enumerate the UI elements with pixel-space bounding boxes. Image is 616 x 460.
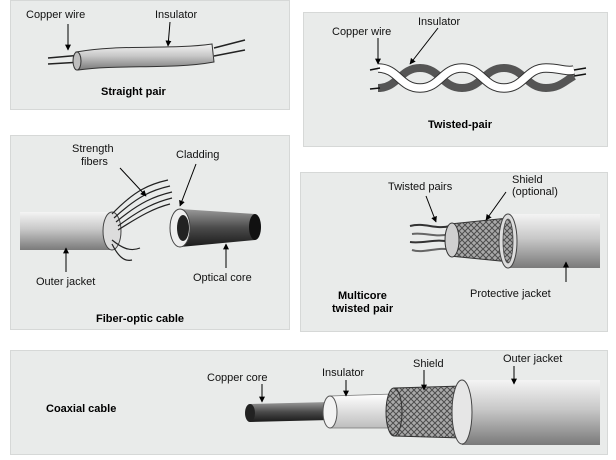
twisted-pair-illustration xyxy=(369,27,587,93)
straight-pair-insulator-label: Insulator xyxy=(155,9,198,21)
multicore-shield-label-line2: (optional) xyxy=(512,186,558,198)
coax-outer-jacket-label: Outer jacket xyxy=(503,353,563,365)
coaxial-title: Coaxial cable xyxy=(46,403,117,415)
fiber-strength-label-line1: Strength xyxy=(72,143,114,155)
straight-pair-illustration xyxy=(47,21,246,71)
fiber-optic-illustration xyxy=(20,163,261,272)
fiber-optical-core-label: Optical core xyxy=(193,272,252,284)
straight-pair-copper-wire-label: Copper wire xyxy=(26,9,86,21)
coaxial-illustration xyxy=(245,366,600,445)
fiber-outer-jacket-label: Outer jacket xyxy=(36,276,96,288)
multicore-title-line2: twisted pair xyxy=(332,303,394,315)
multicore-title-line1: Multicore xyxy=(338,290,387,302)
multicore-protective-jacket-label: Protective jacket xyxy=(470,288,551,300)
coax-shield-label: Shield xyxy=(413,358,444,370)
twisted-pair-title: Twisted-pair xyxy=(428,119,492,131)
fiber-strength-label-line2: fibers xyxy=(81,156,108,168)
fiber-optic-title: Fiber-optic cable xyxy=(96,313,185,325)
straight-pair-title: Straight pair xyxy=(101,86,166,98)
twisted-pair-insulator-label: Insulator xyxy=(418,16,461,28)
fiber-cladding-label: Cladding xyxy=(176,149,220,161)
multicore-twisted-pairs-label: Twisted pairs xyxy=(388,181,453,193)
twisted-pair-copper-wire-label: Copper wire xyxy=(332,26,392,38)
twisted-pair-panel xyxy=(303,12,608,147)
coax-insulator-label: Insulator xyxy=(322,367,365,379)
multicore-shield-label-line1: Shield xyxy=(512,174,543,186)
coax-copper-core-label: Copper core xyxy=(207,372,268,384)
multicore-illustration xyxy=(409,191,600,282)
